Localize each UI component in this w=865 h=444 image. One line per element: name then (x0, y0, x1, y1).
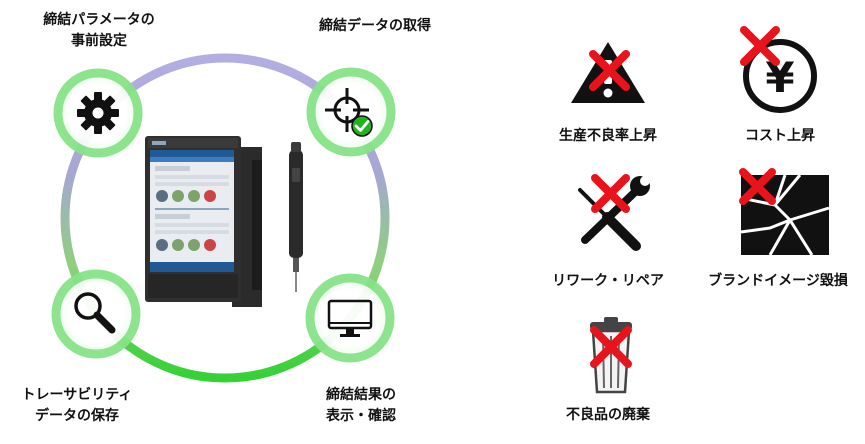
gear-icon (77, 92, 119, 134)
cycle-ring (60, 53, 390, 383)
node-acquire (306, 67, 396, 157)
step-label-params: 締結パラメータの 事前設定 (43, 12, 155, 49)
cross-mark-icon (591, 174, 630, 213)
cross-mark-icon (739, 168, 776, 205)
controller-and-screwdriver-image (145, 136, 303, 307)
risk-label-brand: ブランドイメージ毀損 (708, 273, 848, 289)
magnifier-icon (74, 292, 116, 334)
risk-label-rework: リワーク・リペア (552, 273, 664, 289)
warning-triangle-icon (571, 42, 645, 103)
wrench-screwdriver-icon (578, 174, 650, 251)
broken-glass-icon (739, 168, 830, 256)
cross-mark-icon (589, 50, 630, 91)
crosshair-check-icon (325, 88, 373, 137)
step-label-display: 締結結果の 表示・確認 (326, 387, 396, 424)
node-params (53, 68, 143, 158)
node-display (305, 273, 395, 363)
risk-label-cost: コスト上昇 (745, 128, 815, 144)
cross-mark-icon (740, 26, 780, 66)
step-label-acquire: 締結データの取得 (319, 18, 431, 34)
cross-mark-icon (590, 326, 632, 368)
step-label-trace: トレーサビリティ データの保存 (21, 387, 133, 424)
monitor-icon (327, 299, 373, 337)
node-trace (51, 269, 141, 359)
yen-coin-icon: ¥ (740, 26, 817, 113)
risk-label-yield: 生産不良率上昇 (559, 128, 657, 144)
trash-can-icon (590, 317, 632, 394)
risk-label-waste: 不良品の廃棄 (566, 407, 650, 423)
